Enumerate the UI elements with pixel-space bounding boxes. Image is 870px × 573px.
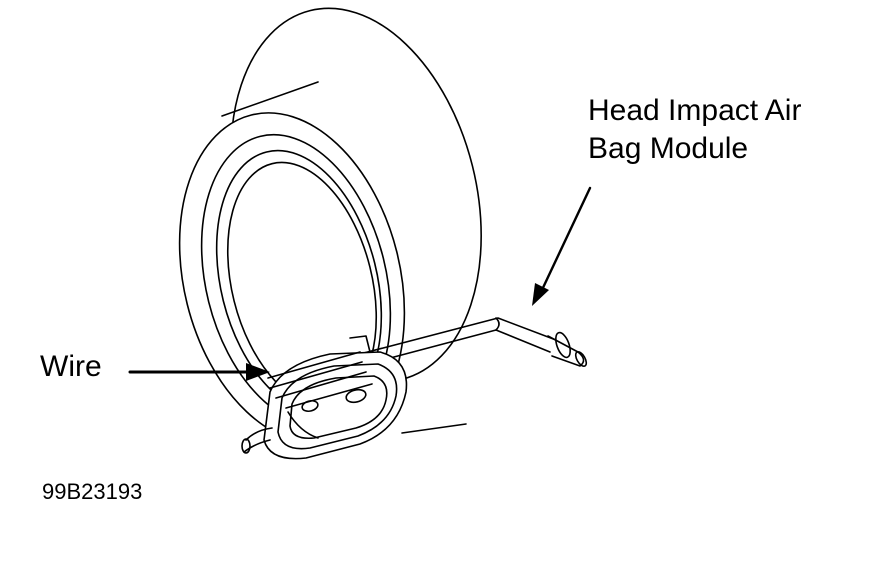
figure-code: 99B23193 (42, 479, 143, 504)
head-impact-air-bag-label: Head Impact Air Bag Module (588, 92, 801, 167)
roll-bottom-edge (401, 423, 467, 434)
arrow-to-module (532, 186, 592, 306)
roll-top-edge (221, 81, 319, 117)
arrow-to-wire (128, 363, 270, 381)
wire-clip (241, 335, 408, 460)
head-impact-line-2: Bag Module (588, 131, 749, 165)
inflator-tube (359, 317, 588, 368)
head-impact-line-1: Head Impact Air (588, 94, 802, 127)
wire-label: Wire (40, 350, 102, 383)
